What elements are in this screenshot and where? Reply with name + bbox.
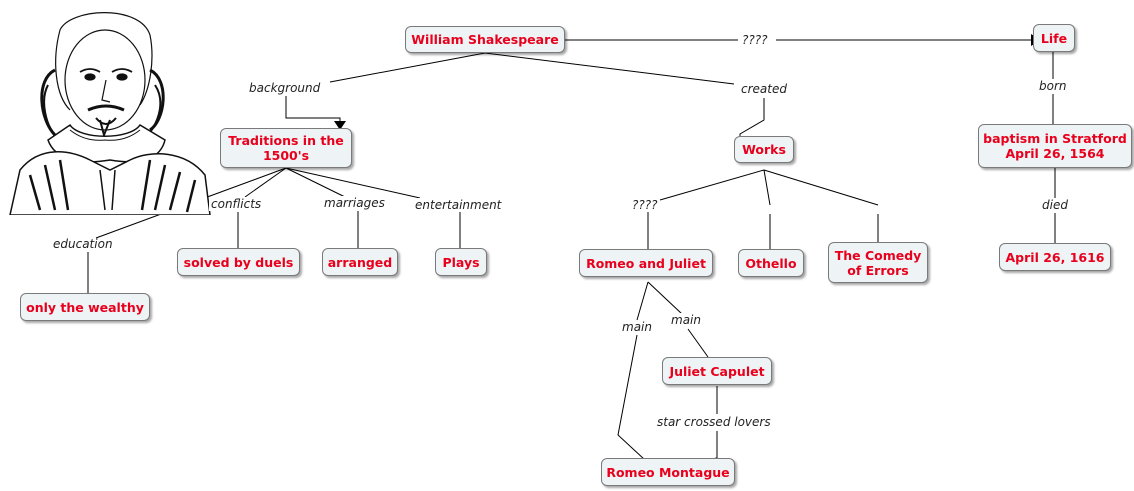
connector-works-comedy — [763, 169, 879, 206]
node-baptism[interactable]: baptism in Stratford April 26, 1564 — [978, 124, 1132, 168]
node-romeo-montague[interactable]: Romeo Montague — [601, 458, 735, 486]
connector-works-othello — [763, 169, 771, 206]
arrowhead-traditions — [334, 121, 346, 130]
node-life[interactable]: Life — [1033, 24, 1075, 52]
connector-main-romeo — [636, 281, 649, 321]
connector-main-romeo-2 — [617, 334, 646, 461]
link-label-born: born — [1037, 79, 1069, 93]
link-label-died: died — [1040, 198, 1070, 212]
connector-background-2 — [285, 96, 341, 128]
node-juliet-capulet[interactable]: Juliet Capulet — [662, 357, 772, 385]
connector-entertainment — [285, 167, 421, 199]
connector-main-juliet — [647, 281, 683, 315]
node-plays[interactable]: Plays — [435, 248, 487, 276]
connector-created-2 — [739, 98, 765, 136]
link-label-conflicts: conflicts — [209, 197, 264, 211]
link-label-entertainment: entertainment — [413, 198, 504, 212]
link-label-marriages: marriages — [322, 196, 387, 210]
link-label-star-crossed: star crossed lovers — [655, 415, 773, 429]
connector-conflicts — [244, 167, 287, 198]
node-traditions[interactable]: Traditions in the 1500's — [220, 128, 352, 168]
link-label-main-juliet: main — [669, 313, 703, 327]
link-label-life: ???? — [740, 33, 770, 47]
node-comedy-of-errors[interactable]: The Comedy of Errors — [828, 242, 928, 283]
node-solved-by-duels[interactable]: solved by duels — [177, 248, 300, 276]
node-romeo-and-juliet[interactable]: Romeo and Juliet — [579, 249, 713, 277]
connector-marriages — [285, 167, 346, 198]
connector-works-rj — [659, 169, 765, 201]
node-othello[interactable]: Othello — [738, 249, 804, 277]
connector-created — [484, 52, 735, 85]
link-label-created: created — [739, 82, 789, 96]
link-label-background: background — [247, 81, 323, 95]
shakespeare-portrait — [9, 12, 211, 215]
link-label-works-question: ???? — [630, 198, 660, 212]
connector-star-2 — [704, 431, 718, 461]
link-label-main-romeo: main — [620, 320, 654, 334]
link-label-education: education — [53, 237, 113, 251]
connector-main-juliet-2 — [687, 328, 709, 358]
node-works[interactable]: Works — [734, 136, 794, 163]
node-william-shakespeare[interactable]: William Shakespeare — [405, 26, 565, 53]
node-died-date[interactable]: April 26, 1616 — [999, 243, 1111, 271]
node-arranged[interactable]: arranged — [322, 248, 398, 276]
connector-background — [329, 52, 486, 83]
node-only-the-wealthy[interactable]: only the wealthy — [20, 293, 150, 321]
